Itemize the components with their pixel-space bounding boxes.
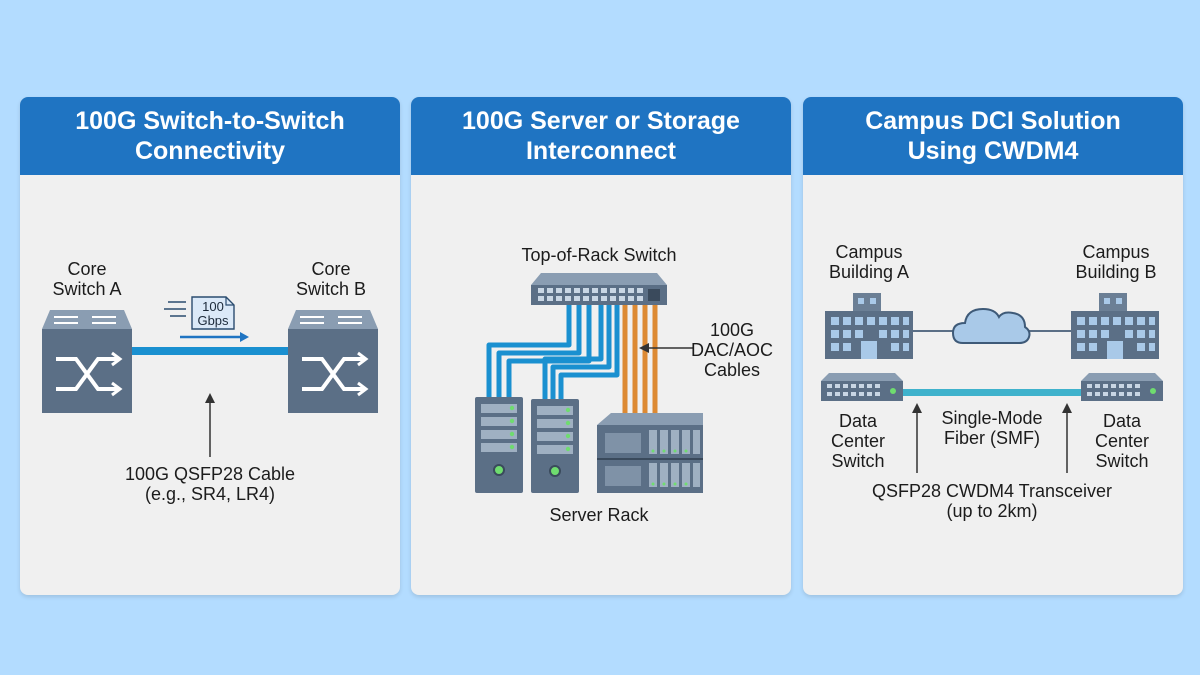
- dc-switch-right-label: Data Center Switch: [1094, 411, 1150, 471]
- dac-aoc-cables: [486, 303, 658, 413]
- switch-icon: [288, 310, 378, 413]
- switch-icon: [42, 310, 132, 413]
- speed-document-icon: [164, 296, 235, 330]
- campus-dci-diagram: [821, 293, 1163, 473]
- server-interconnect-diagram: [475, 273, 703, 493]
- qsfp28-cable-label: 100G QSFP28 Cable (e.g., SR4, LR4): [124, 464, 296, 504]
- dac-aoc-cables-label: 100G DAC/AOC Cables: [690, 320, 774, 380]
- panel-title: 100G Server or Storage Interconnect: [411, 97, 791, 175]
- building-icon: [825, 293, 913, 359]
- pointer-arrow-head: [1062, 403, 1072, 413]
- panel-title: Campus DCI Solution Using CWDM4: [803, 97, 1183, 175]
- pointer-arrow-head: [912, 403, 922, 413]
- panel-title-line: 100G Server or Storage: [462, 107, 740, 135]
- campus-building-b-label: Campus Building B: [1075, 242, 1157, 282]
- panel-title-line: Campus DCI Solution: [865, 107, 1121, 135]
- speed-badge-label: 100 Gbps: [197, 299, 229, 328]
- tor-switch-label: Top-of-Rack Switch: [521, 245, 677, 265]
- panel-title-line: Connectivity: [134, 137, 286, 165]
- cwdm4-transceiver-label: QSFP28 CWDM4 Transceiver (up to 2km): [871, 481, 1113, 521]
- smf-fiber: [901, 389, 1083, 396]
- pointer-arrow-head: [205, 393, 215, 403]
- panel-switch-to-switch: 100G Switch-to-Switch Connectivity: [20, 97, 400, 595]
- dc-switch-left-label: Data Center Switch: [830, 411, 886, 471]
- panel-server-storage-interconnect: 100G Server or Storage Interconnect: [411, 97, 791, 595]
- panel-title-line: 100G Switch-to-Switch: [75, 107, 345, 135]
- direction-arrow-head: [240, 332, 249, 342]
- core-switch-b-label: Core Switch B: [295, 259, 367, 299]
- panel-title-line: Using CWDM4: [907, 137, 1079, 165]
- panel-title: 100G Switch-to-Switch Connectivity: [20, 97, 400, 175]
- building-icon: [1071, 293, 1159, 359]
- tor-switch-icon: [531, 273, 667, 305]
- campus-building-a-label: Campus Building A: [828, 242, 910, 282]
- switch-icon: [821, 373, 903, 401]
- server-tower-icon: [531, 399, 579, 493]
- switch-icon: [1081, 373, 1163, 401]
- panel-campus-dci: Campus DCI Solution Using CWDM4: [803, 97, 1183, 595]
- server-rack-label: Server Rack: [549, 505, 649, 525]
- switch-to-switch-diagram: [42, 296, 378, 457]
- qsfp28-cable: [130, 347, 292, 355]
- smf-fiber-label: Single-Mode Fiber (SMF): [941, 408, 1043, 448]
- server-tower-icon: [475, 397, 523, 493]
- panel-title-line: Interconnect: [525, 137, 677, 165]
- core-switch-a-label: Core Switch A: [52, 259, 122, 299]
- storage-array-icon: [597, 413, 703, 493]
- pointer-arrow-head: [639, 343, 649, 353]
- cloud-icon: [951, 307, 1031, 344]
